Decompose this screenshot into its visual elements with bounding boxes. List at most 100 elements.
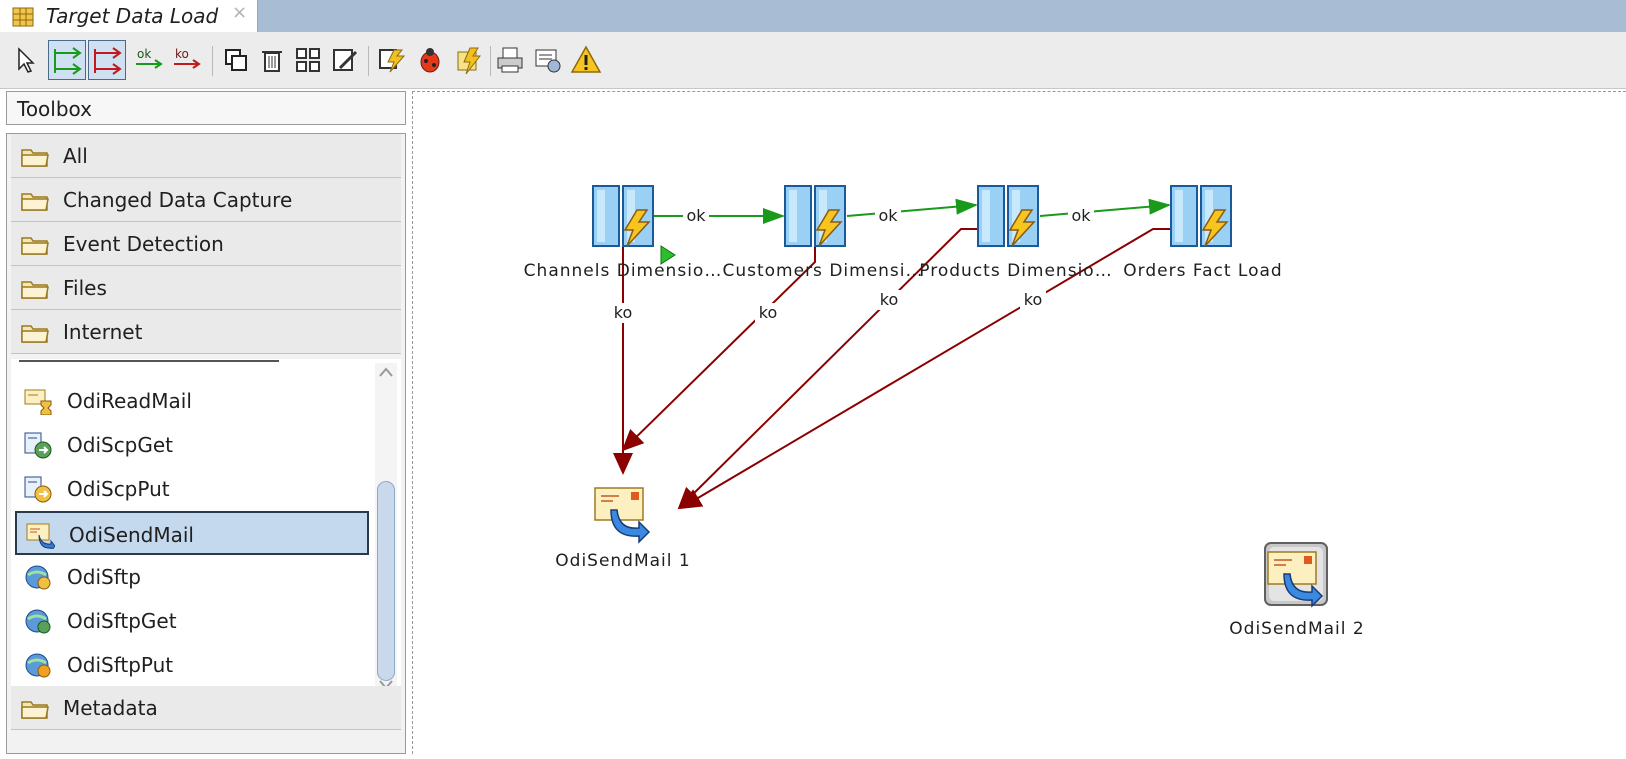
sftp-get-icon (23, 607, 53, 635)
tool-item-odiscpget[interactable]: OdiScpGet (15, 423, 369, 467)
node-channels[interactable] (592, 185, 654, 247)
next-step-on-success-button[interactable] (48, 40, 86, 80)
tool-item-odisendmail[interactable]: OdiSendMail (15, 511, 369, 555)
link-products-to-sendmail1[interactable] (677, 228, 984, 510)
folder-icon (21, 234, 49, 256)
tool-item-odireadmail[interactable]: OdiReadMail (15, 379, 369, 423)
ok-links-icon (54, 47, 82, 75)
category-label: Changed Data Capture (63, 188, 293, 212)
link-label-bg (610, 303, 636, 323)
category-event-detection[interactable]: Event Detection (11, 222, 401, 266)
bug-icon (420, 48, 440, 73)
tab-target-data-load[interactable]: Target Data Load × (0, 0, 258, 32)
diagram-toolbar: ok ko (0, 32, 1626, 89)
link-label-ko: ko (880, 290, 898, 309)
debug-button[interactable] (414, 44, 446, 76)
link-customers-to-products[interactable] (846, 198, 978, 217)
next-step-on-failure-button[interactable] (88, 40, 126, 80)
tool-item-label: OdiScpGet (67, 433, 174, 457)
node-label-sendmail1: OdiSendMail 1 (555, 551, 690, 571)
scrollbar-thumb[interactable] (377, 481, 395, 681)
link-label-bg (683, 206, 709, 226)
run-icon (379, 49, 406, 73)
first-step-icon (660, 245, 676, 265)
tool-list-scrollbar[interactable] (375, 363, 397, 697)
close-icon[interactable]: × (232, 2, 248, 23)
ok-link-button[interactable]: ok (134, 44, 166, 76)
scroll-up-icon[interactable] (375, 363, 397, 381)
folder-icon (21, 278, 49, 300)
package-icon (12, 7, 34, 27)
edit-check-icon (333, 49, 358, 71)
tool-item-label: OdiSendMail (69, 523, 194, 547)
scp-put-icon (23, 475, 53, 503)
tool-item-odisftpget[interactable]: OdiSftpGet (15, 599, 369, 643)
node-customers[interactable] (784, 185, 846, 247)
link-label-ko: ko (1024, 290, 1042, 309)
link-customers-to-sendmail1[interactable] (621, 243, 816, 452)
category-label: Files (63, 276, 107, 300)
ok-label: ok (137, 47, 151, 61)
link-label-ok: ok (1071, 206, 1091, 225)
read-mail-icon (23, 387, 53, 416)
editor-tab-bar: Target Data Load × (0, 0, 1626, 32)
arrange-button[interactable] (292, 44, 324, 76)
toolbox-header[interactable]: Toolbox (6, 91, 406, 125)
link-label-bg (1020, 290, 1046, 310)
node-products[interactable] (977, 185, 1039, 247)
node-sendmail1[interactable] (594, 487, 651, 544)
properties-icon (535, 49, 561, 73)
ok-arrow-icon: ok (136, 47, 163, 69)
folder-icon (21, 146, 49, 168)
duplicate-button[interactable] (220, 44, 252, 76)
ko-arrow-icon: ko (174, 47, 201, 69)
delete-button[interactable] (256, 44, 288, 76)
trash-icon (262, 51, 282, 72)
category-files[interactable]: Files (11, 266, 401, 310)
simulate-button[interactable] (452, 44, 484, 76)
link-label-bg (876, 290, 902, 310)
category-internet[interactable]: Internet (11, 310, 401, 354)
node-label-products: Products Dimensio… (919, 261, 1112, 281)
tool-item-label: OdiSftp (67, 565, 141, 589)
node-sendmail2[interactable] (1264, 542, 1328, 608)
execute-button[interactable] (376, 44, 408, 76)
toolbox-title: Toolbox (17, 97, 92, 121)
sftp-icon (23, 563, 53, 591)
folder-icon (21, 698, 49, 720)
tool-item-odiscpput[interactable]: OdiScpPut (15, 467, 369, 511)
partially-hidden-item (19, 359, 319, 365)
category-changed-data-capture[interactable]: Changed Data Capture (11, 178, 401, 222)
validate-button[interactable] (330, 44, 362, 76)
duplicate-icon (225, 49, 247, 71)
ko-label: ko (175, 47, 189, 61)
link-label-ok: ok (686, 206, 706, 225)
link-products-to-orders[interactable] (1039, 198, 1171, 217)
select-tool-button[interactable] (10, 44, 42, 76)
tool-item-odisftp[interactable]: OdiSftp (15, 555, 369, 599)
category-metadata[interactable]: Metadata (11, 686, 401, 730)
ko-link-button[interactable]: ko (172, 44, 204, 76)
node-label-orders: Orders Fact Load (1123, 261, 1282, 281)
tool-item-label: OdiReadMail (67, 389, 192, 413)
properties-button[interactable] (532, 44, 564, 76)
warning-icon (570, 45, 602, 73)
warnings-button[interactable] (570, 44, 602, 76)
category-label: Metadata (63, 696, 158, 720)
tool-item-label: OdiSftpPut (67, 653, 174, 677)
node-orders[interactable] (1170, 185, 1232, 247)
printer-icon (497, 47, 523, 73)
category-all[interactable]: All (11, 134, 401, 178)
scp-get-icon (23, 431, 53, 459)
link-label-bg (875, 206, 901, 226)
send-mail-icon (25, 521, 56, 553)
print-button[interactable] (494, 44, 526, 76)
tool-item-odisftpput[interactable]: OdiSftpPut (15, 643, 369, 687)
category-label: All (63, 144, 88, 168)
link-orders-to-sendmail1[interactable] (679, 228, 1177, 510)
link-label-bg (755, 303, 781, 323)
